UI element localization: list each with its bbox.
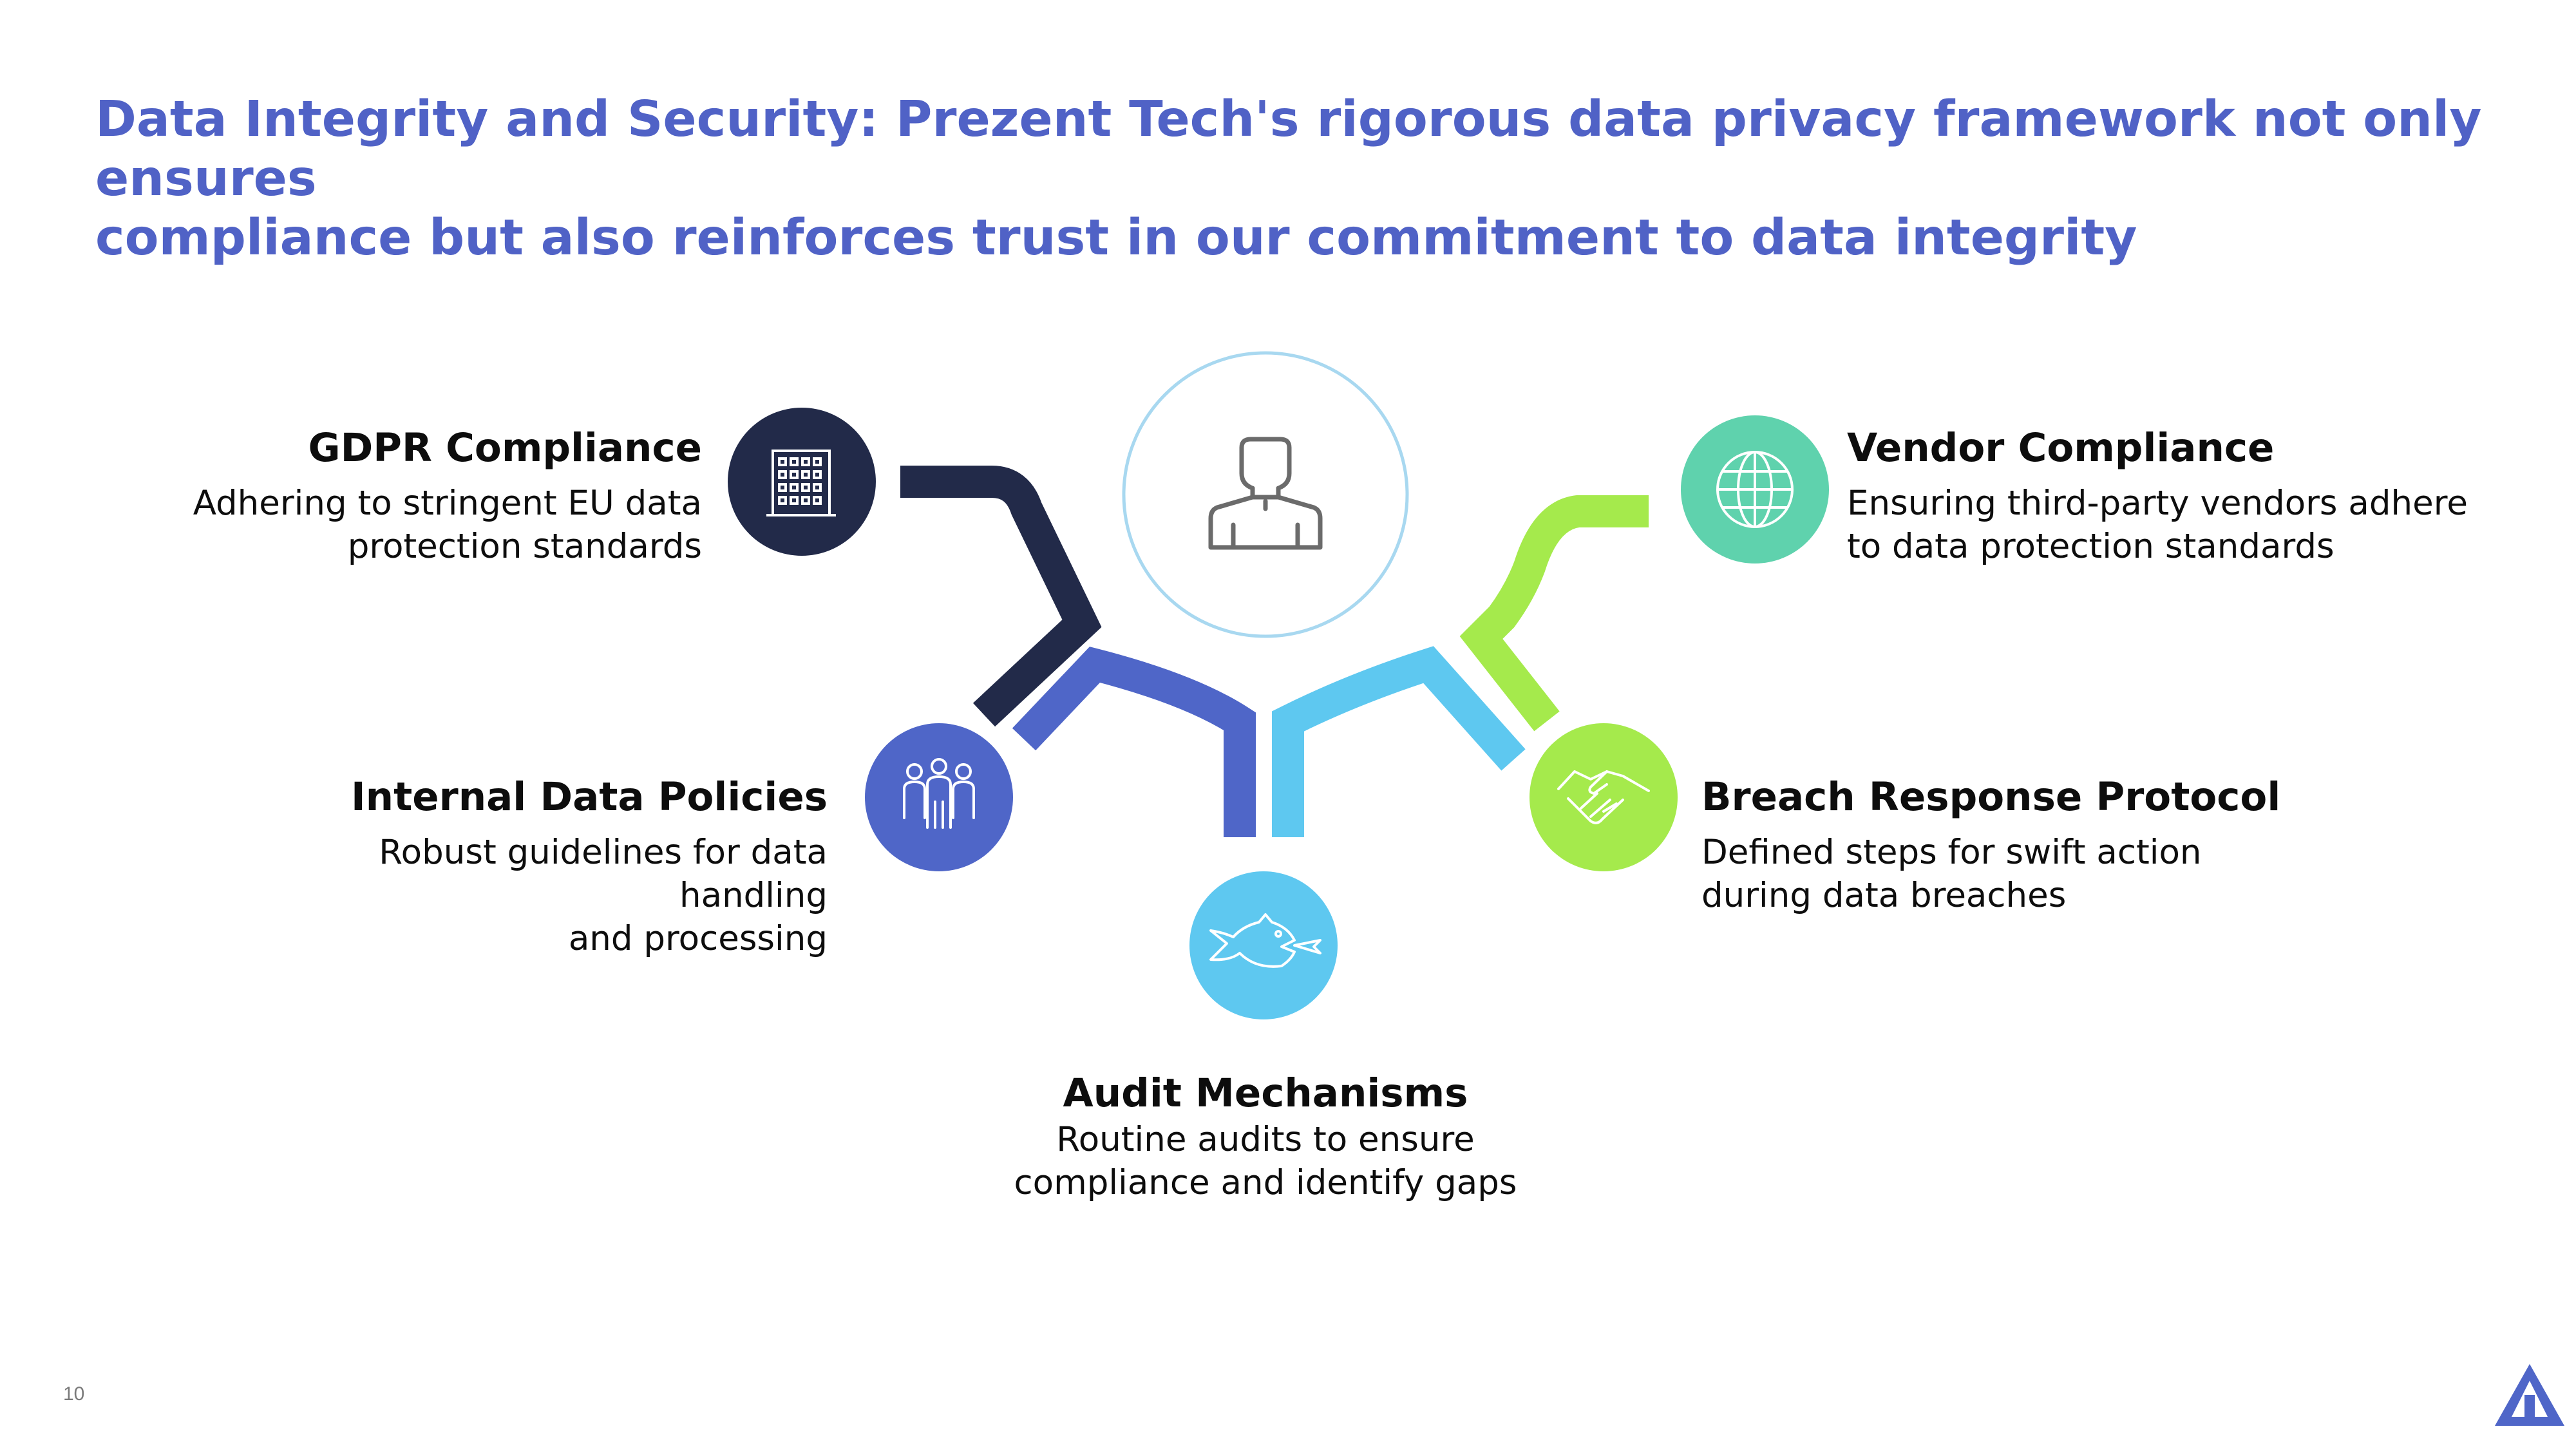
item-vendor: Vendor Compliance Ensuring third-party v… xyxy=(1847,424,2543,568)
item-gdpr: GDPR Compliance Adhering to stringent EU… xyxy=(122,424,702,568)
item-audit: Audit Mechanisms Routine audits to ensur… xyxy=(976,1069,1555,1204)
breach-icon-circle xyxy=(1530,723,1678,871)
office-building-icon xyxy=(766,450,836,516)
center-ring xyxy=(1122,351,1409,638)
title-line-1: Data Integrity and Security: Prezent Tec… xyxy=(95,91,2482,207)
item-heading: Breach Response Protocol xyxy=(1701,774,2281,820)
vendor-node xyxy=(1681,415,1829,564)
item-description: Routine audits to ensure compliance and … xyxy=(1014,1120,1517,1202)
page-number: 10 xyxy=(63,1383,85,1405)
item-description: Robust guidelines for data handling and … xyxy=(379,833,828,958)
item-breach-response: Breach Response Protocol Defined steps f… xyxy=(1701,773,2281,917)
audit-node xyxy=(1189,871,1338,1019)
connector-breach xyxy=(1459,495,1649,732)
audit-icon-circle xyxy=(1189,871,1338,1019)
connector-audit xyxy=(1272,646,1526,837)
fish-icon xyxy=(1209,913,1321,968)
item-description: Defined steps for swift action during da… xyxy=(1701,833,2202,915)
globe-icon xyxy=(1716,451,1794,528)
item-heading: GDPR Compliance xyxy=(308,425,702,471)
handshake-icon xyxy=(1557,770,1650,824)
gdpr-node xyxy=(728,408,876,556)
team-icon xyxy=(903,758,975,829)
connector-internal xyxy=(1012,647,1256,837)
connector-gdpr xyxy=(900,466,1102,727)
item-description: Ensuring third-party vendors adhere to d… xyxy=(1847,484,2468,566)
center-hub xyxy=(1122,351,1409,638)
item-heading: Vendor Compliance xyxy=(1847,425,2275,471)
company-logo-icon xyxy=(2495,1364,2564,1426)
gdpr-icon-circle xyxy=(728,408,876,556)
internal-node xyxy=(865,723,1013,871)
breach-node xyxy=(1530,723,1678,871)
title-line-2: compliance but also reinforces trust in … xyxy=(95,209,2137,267)
person-icon xyxy=(1208,437,1323,550)
item-description: Adhering to stringent EU data protection… xyxy=(193,484,702,566)
page-title: Data Integrity and Security: Prezent Tec… xyxy=(95,90,2517,268)
item-heading: Audit Mechanisms xyxy=(1063,1070,1468,1116)
item-internal-policies: Internal Data Policies Robust guidelines… xyxy=(248,773,828,960)
internal-icon-circle xyxy=(865,723,1013,871)
item-heading: Internal Data Policies xyxy=(350,774,828,820)
